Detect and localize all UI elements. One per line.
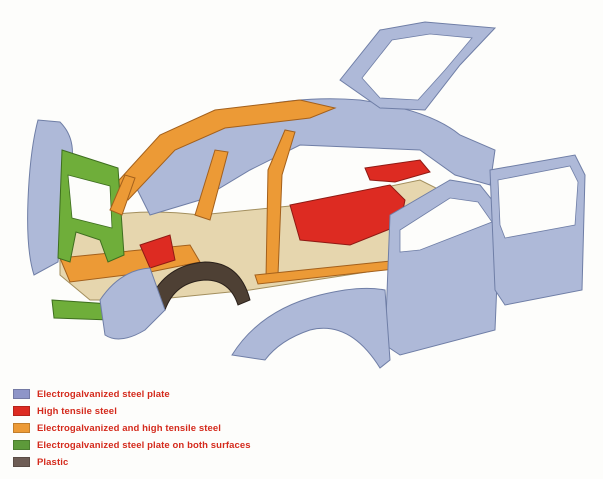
legend-item-electro-high-tensile: Electrogalvanized and high tensile steel bbox=[13, 421, 251, 435]
legend-swatch bbox=[13, 440, 30, 450]
legend-swatch bbox=[13, 423, 30, 433]
legend-label: Electrogalvanized steel plate on both su… bbox=[37, 439, 251, 451]
material-legend: Electrogalvanized steel plate High tensi… bbox=[13, 387, 251, 469]
legend-label: Plastic bbox=[37, 456, 69, 468]
inner-wheelhouse bbox=[139, 234, 176, 269]
legend-item-electro-both-surfaces: Electrogalvanized steel plate on both su… bbox=[13, 438, 251, 452]
legend-item-high-tensile: High tensile steel bbox=[13, 404, 251, 418]
legend-label: Electrogalvanized and high tensile steel bbox=[37, 422, 222, 434]
front-wheel-arch bbox=[149, 261, 251, 311]
legend-label: High tensile steel bbox=[37, 405, 117, 417]
roof-side-rail bbox=[109, 99, 337, 201]
legend-label: Electrogalvanized steel plate bbox=[37, 388, 170, 400]
a-pillar bbox=[194, 149, 229, 221]
legend-item-plastic: Plastic bbox=[13, 455, 251, 469]
front-fender-panel bbox=[231, 287, 391, 369]
left-fender-panel bbox=[99, 267, 166, 340]
front-pillar-frame bbox=[109, 174, 136, 216]
legend-swatch bbox=[13, 389, 30, 399]
legend-swatch bbox=[13, 457, 30, 467]
rear-floor-member bbox=[364, 159, 431, 183]
legend-swatch bbox=[13, 406, 30, 416]
legend-item-electrogalvanized: Electrogalvanized steel plate bbox=[13, 387, 251, 401]
